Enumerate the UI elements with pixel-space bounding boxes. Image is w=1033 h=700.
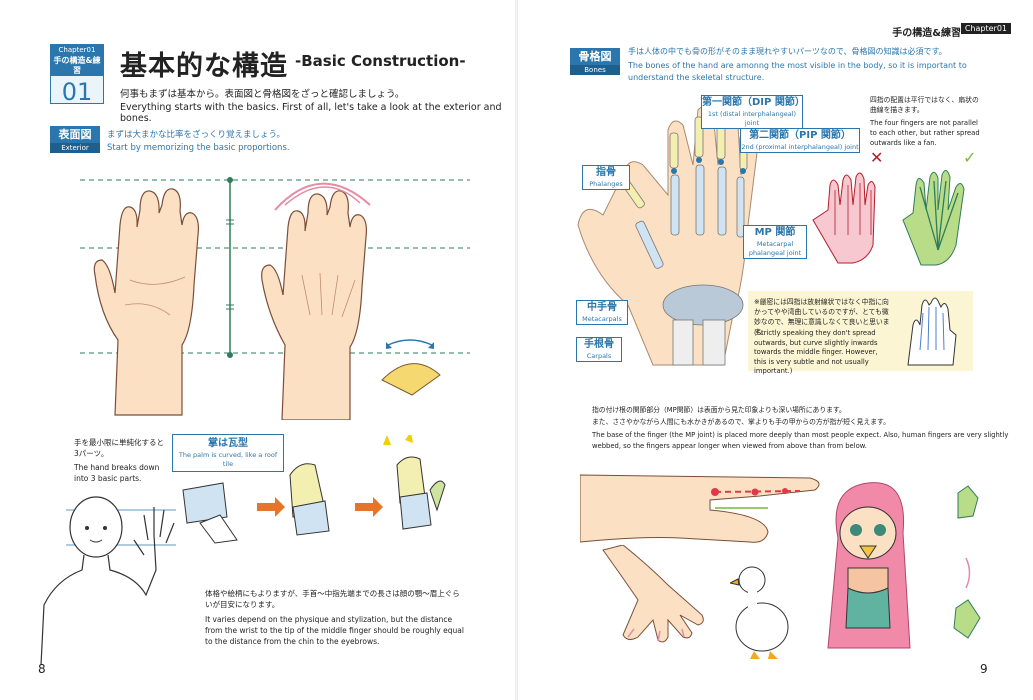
palm-callout: 掌は瓦型 The palm is curved, like a roof til…: [172, 434, 284, 472]
mermaid-character-illustration: [827, 482, 981, 649]
bones-text-jp: 手は人体の中でも骨の形がそのまま現れやすいパーツなので、骨格図の知識は必須です。: [628, 47, 947, 56]
pip-label: 第二関節（PIP 関節） 2nd (proximal interphalange…: [740, 128, 860, 153]
phalanges-label-jp: 指骨: [596, 167, 616, 178]
page-number-right: 9: [980, 662, 988, 676]
lead-jp: 何事もまずは基本から。表面図と骨格図をざっと確認しましょう。: [120, 89, 405, 100]
pip-label-jp: 第二関節（PIP 関節）: [749, 130, 851, 141]
side-hand-illustration: [580, 474, 820, 543]
three-parts-illustration: [182, 435, 446, 544]
palm-callout-en: The palm is curved, like a roof tile: [178, 451, 278, 468]
metacarpals-label-jp: 中手骨: [587, 302, 617, 313]
running-chapter-tag: Chapter01: [960, 23, 1011, 34]
chapter-label: Chapter01: [51, 45, 103, 56]
finger-spread-comparison: [812, 170, 965, 266]
right-mark: ✓: [963, 148, 977, 167]
strict-note-jp: ※厳密には四指は放射線状ではなく中指に向かってやや湾曲しているのですが、とても微…: [754, 298, 890, 336]
exterior-text-jp: まずは大まかな比率をざっくり覚えましょう。: [107, 130, 285, 140]
page-title-jp: 基本的な構造: [120, 51, 288, 82]
book-gutter: [515, 0, 518, 700]
bones-tag-jp: 骨格図: [578, 50, 612, 63]
bones-tag: 骨格図 Bones: [570, 48, 620, 75]
figure-proportion-illustration: [40, 496, 176, 665]
carpals-label: 手根骨 Carpals: [576, 337, 622, 362]
left-page: Chapter01 手の構造&練習 01 基本的な構造 -Basic Const…: [0, 0, 515, 700]
mp-note-jp1: 指の付け根の関節部分（MP関節）は表面から見た印象よりも深い場所にあります。: [592, 406, 846, 414]
ratio-text-jp: 体格や絵柄にもよりますが、手首～中指先端までの長さは顔の顎～眉上ぐらいが目安にな…: [205, 589, 460, 609]
exterior-tag-en: Exterior: [50, 143, 100, 153]
dip-label-en: 1st (distal interphalangeal) joint: [707, 110, 797, 127]
bones-tag-en: Bones: [570, 65, 620, 75]
exterior-hands-illustration: [70, 165, 470, 420]
phalanges-label: 指骨 Phalanges: [582, 165, 630, 190]
chapter-badge: Chapter01 手の構造&練習 01: [50, 44, 104, 106]
mp-label-en: Metacarpal phalangeal joint: [748, 240, 802, 257]
running-head: 手の構造&練習: [892, 28, 961, 39]
exterior-tag-jp: 表面図: [58, 128, 92, 141]
mp-note-en: The base of the finger (the MP joint) is…: [592, 431, 1009, 450]
carpals-label-en: Carpals: [586, 352, 612, 360]
chapter-title: 手の構造&練習: [51, 56, 103, 76]
bones-text-en: The bones of the hand are amonng the mos…: [628, 61, 967, 82]
metacarpals-label-en: Metacarpals: [582, 315, 622, 323]
inward-curve-hand: [907, 297, 957, 366]
palm-callout-jp: 掌は瓦型: [208, 438, 248, 449]
strict-note-en: (Strictly speaking they don't spread out…: [754, 329, 878, 375]
dip-label-jp: 第一関節（DIP 関節）: [702, 97, 805, 108]
page-number-left: 8: [38, 662, 46, 676]
strict-note-box: ※厳密には四指は放射線状ではなく中指に向かってやや湾曲しているのですが、とても微…: [748, 291, 973, 375]
exterior-text-en: Start by memorizing the basic proportion…: [107, 143, 290, 153]
parts-text-en: The hand breaks down into 3 basic parts.: [74, 463, 160, 483]
mp-label: MP 関節 Metacarpal phalangeal joint: [743, 225, 807, 259]
right-page: 手の構造&練習 Chapter01 骨格図 Bones 手は人体の中でも骨の形が…: [518, 0, 1033, 700]
dip-label: 第一関節（DIP 関節） 1st (distal interphalangeal…: [701, 95, 805, 129]
ratio-text-en: It varies depend on the physique and sty…: [205, 615, 464, 646]
phalanges-label-en: Phalanges: [589, 180, 623, 188]
exterior-tag: 表面図 Exterior: [50, 126, 100, 153]
hand-from-below-illustration: [602, 545, 704, 643]
page-title-en: -Basic Construction-: [295, 52, 466, 70]
pip-label-en: 2nd (proximal interphalangeal) joint: [741, 143, 859, 151]
carpals-label-jp: 手根骨: [584, 339, 614, 350]
mp-note-jp2: また、ささやかながら人間にも水かきがあるので、掌よりも手の甲からの方が指が短く見…: [592, 418, 890, 426]
mp-label-jp: MP 関節: [754, 227, 796, 238]
parts-text-jp: 手を最小限に単純化すると3パーツ。: [74, 438, 164, 458]
wrong-mark: ✕: [870, 148, 884, 167]
duck-illustration: [730, 566, 789, 659]
chapter-number: 01: [61, 78, 93, 106]
parallel-note-en: The four fingers are not parallel to eac…: [870, 119, 980, 147]
parallel-note-jp: 四指の配置は平行ではなく、扇状の曲線を描きます。: [870, 96, 979, 114]
metacarpals-label: 中手骨 Metacarpals: [576, 300, 628, 325]
lead-en: Everything starts with the basics. First…: [120, 102, 502, 124]
